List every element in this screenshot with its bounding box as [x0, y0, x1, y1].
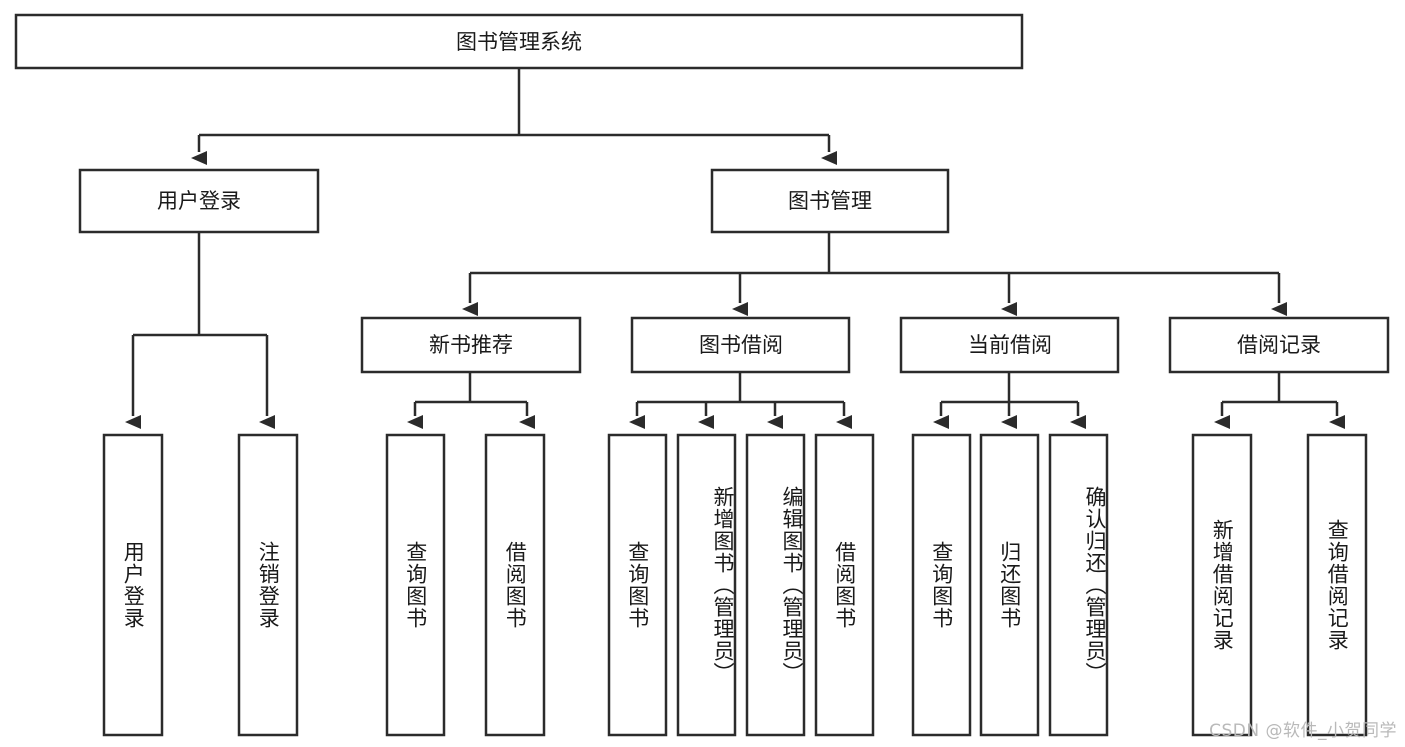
node-book-borrow[interactable]: 图书借阅: [630, 316, 851, 374]
node-current-borrow-label: 当前借阅: [968, 333, 1052, 357]
leaf-box-leaf-return-book[interactable]: [979, 433, 1040, 737]
leaf-box-leaf-query-book-3[interactable]: [911, 433, 972, 737]
edge-currentborrow-children: [933, 372, 1086, 429]
csdn-watermark: CSDN @软件_小贺同学: [1209, 721, 1397, 741]
leaf-box-leaf-query-book-1[interactable]: [385, 433, 446, 737]
node-user-login-label: 用户登录: [157, 189, 241, 213]
leaf-box-leaf-borrow-book-1[interactable]: [484, 433, 546, 737]
node-current-borrow[interactable]: 当前借阅: [899, 316, 1120, 374]
edge-borrowrecord-children: [1214, 372, 1345, 429]
node-borrow-record[interactable]: 借阅记录: [1168, 316, 1390, 374]
leaf-box-leaf-query-record[interactable]: [1306, 433, 1368, 737]
edge-bookmanage-children: [462, 232, 1287, 316]
leaf-box-leaf-logout[interactable]: [237, 433, 299, 737]
leaf-box-leaf-borrow-book-2[interactable]: [814, 433, 875, 737]
leaf-box-leaf-confirm-return[interactable]: [1048, 433, 1109, 737]
leaf-box-leaf-edit-book[interactable]: [745, 433, 806, 737]
edge-userlogin-children: [125, 232, 275, 429]
node-book-borrow-label: 图书借阅: [699, 333, 783, 357]
leaf-box-leaf-query-book-2[interactable]: [607, 433, 668, 737]
node-root-label: 图书管理系统: [456, 30, 582, 54]
node-new-book-rec[interactable]: 新书推荐: [360, 316, 582, 374]
leaf-box-leaf-add-book[interactable]: [676, 433, 737, 737]
edge-bookborrow-children: [629, 372, 852, 429]
node-book-manage-label: 图书管理: [788, 189, 872, 213]
edge-newbook-children: [407, 372, 535, 429]
node-book-manage[interactable]: 图书管理: [710, 168, 950, 234]
edge-root-split: [191, 68, 837, 165]
leaf-box-leaf-user-login[interactable]: [102, 433, 164, 737]
node-root[interactable]: 图书管理系统: [14, 13, 1024, 70]
node-borrow-record-label: 借阅记录: [1237, 333, 1321, 357]
node-new-book-rec-label: 新书推荐: [429, 333, 513, 357]
leaf-box-leaf-add-record[interactable]: [1191, 433, 1253, 737]
node-user-login[interactable]: 用户登录: [78, 168, 320, 234]
